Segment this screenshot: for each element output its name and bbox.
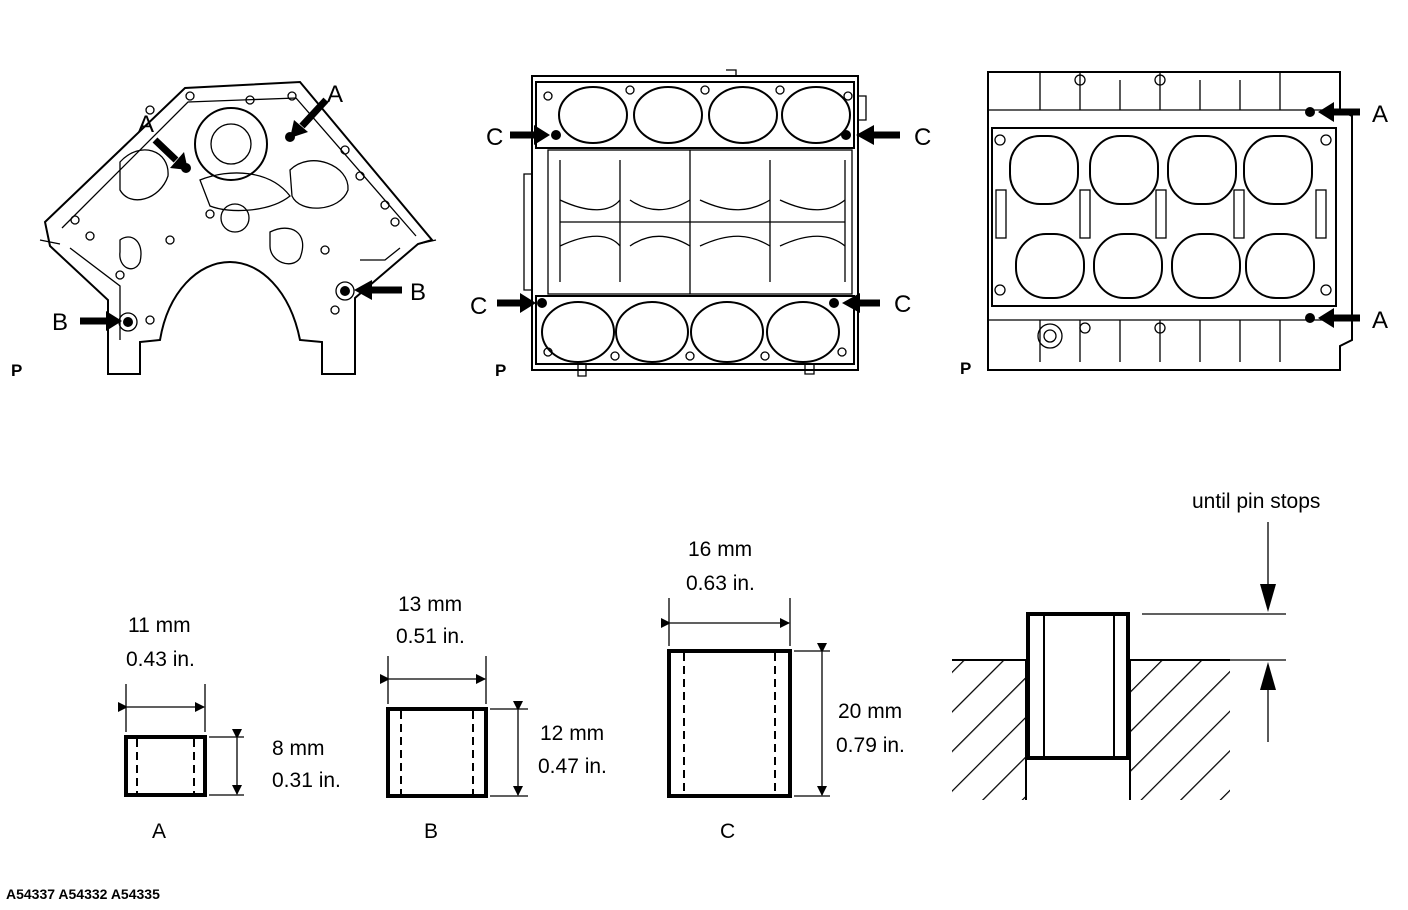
label-c: C	[486, 124, 503, 151]
callout-arrow	[152, 137, 188, 170]
pin-a-diameter-in: 0.43 in.	[126, 648, 195, 671]
p-mark: P	[960, 359, 971, 378]
label-a: A	[327, 81, 343, 108]
dowel-hole-a	[1305, 107, 1315, 117]
pin-c-length-in: 0.79 in.	[836, 734, 905, 757]
callout-arrow	[510, 125, 550, 145]
pin-c-label: C	[720, 820, 735, 843]
p-mark: P	[495, 361, 506, 380]
pin-a-length-mm: 8 mm	[272, 737, 325, 760]
callout-arrow	[80, 311, 122, 331]
pin-a-outline	[124, 735, 207, 797]
pin-b-label: B	[424, 820, 438, 843]
pin-install-detail: until pin stops	[952, 490, 1320, 800]
front-view-block: A A B B P	[11, 80, 437, 380]
pin-b-length-in: 0.47 in.	[538, 755, 607, 778]
stop-arrow-down	[1260, 522, 1276, 612]
pin-b-length-mm: 12 mm	[540, 722, 604, 745]
dowel-hole-a	[1305, 313, 1315, 323]
label-b: B	[410, 279, 426, 306]
label-c: C	[914, 124, 931, 151]
pin-a-detail: 11 mm 0.43 in. 8 mm 0.31 in. A	[118, 614, 341, 843]
callout-arrow	[290, 97, 329, 138]
pin-c-length-mm: 20 mm	[838, 700, 902, 723]
label-c: C	[894, 291, 911, 318]
dowel-hole-c	[551, 130, 561, 140]
figure-reference-codes: A54337 A54332 A54335	[6, 886, 160, 902]
dowel-hole-b	[123, 317, 133, 327]
label-c: C	[470, 293, 487, 320]
side-view-block: A A P	[960, 71, 1388, 378]
top-view-block: C C C C P	[470, 69, 931, 380]
pin-c-diameter-in: 0.63 in.	[686, 572, 755, 595]
pin-b-diameter-in: 0.51 in.	[396, 625, 465, 648]
label-a: A	[1372, 307, 1388, 334]
pin-b-detail: 13 mm 0.51 in. 12 mm 0.47 in. B	[380, 593, 607, 843]
pin-b-outline	[386, 707, 488, 798]
block-material-right	[1130, 660, 1230, 800]
label-a: A	[1372, 101, 1388, 128]
pin-a-diameter-mm: 11 mm	[128, 614, 191, 637]
dowel-hole-c	[841, 130, 851, 140]
dowel-hole-b	[340, 286, 350, 296]
callout-arrow	[497, 293, 536, 313]
pin-a-label: A	[152, 820, 166, 843]
stop-arrow-up	[1260, 662, 1276, 742]
callout-arrow	[842, 293, 880, 313]
installed-pin	[1026, 612, 1130, 760]
pin-b-diameter-mm: 13 mm	[398, 593, 462, 616]
callout-arrow	[354, 280, 402, 300]
pin-a-length-in: 0.31 in.	[272, 769, 341, 792]
block-material-left	[952, 660, 1026, 800]
callout-arrow	[1318, 308, 1360, 328]
pin-c-diameter-mm: 16 mm	[688, 538, 752, 561]
dowel-hole-c	[829, 298, 839, 308]
label-a: A	[138, 111, 154, 138]
p-mark: P	[11, 361, 22, 380]
pin-c-outline	[667, 649, 792, 798]
install-note: until pin stops	[1192, 490, 1320, 513]
pin-c-detail: 16 mm 0.63 in. 20 mm 0.79 in. C	[661, 538, 905, 843]
label-b: B	[52, 309, 68, 336]
callout-arrow	[1318, 102, 1360, 122]
callout-arrow	[856, 125, 900, 145]
dowel-hole-c	[537, 298, 547, 308]
